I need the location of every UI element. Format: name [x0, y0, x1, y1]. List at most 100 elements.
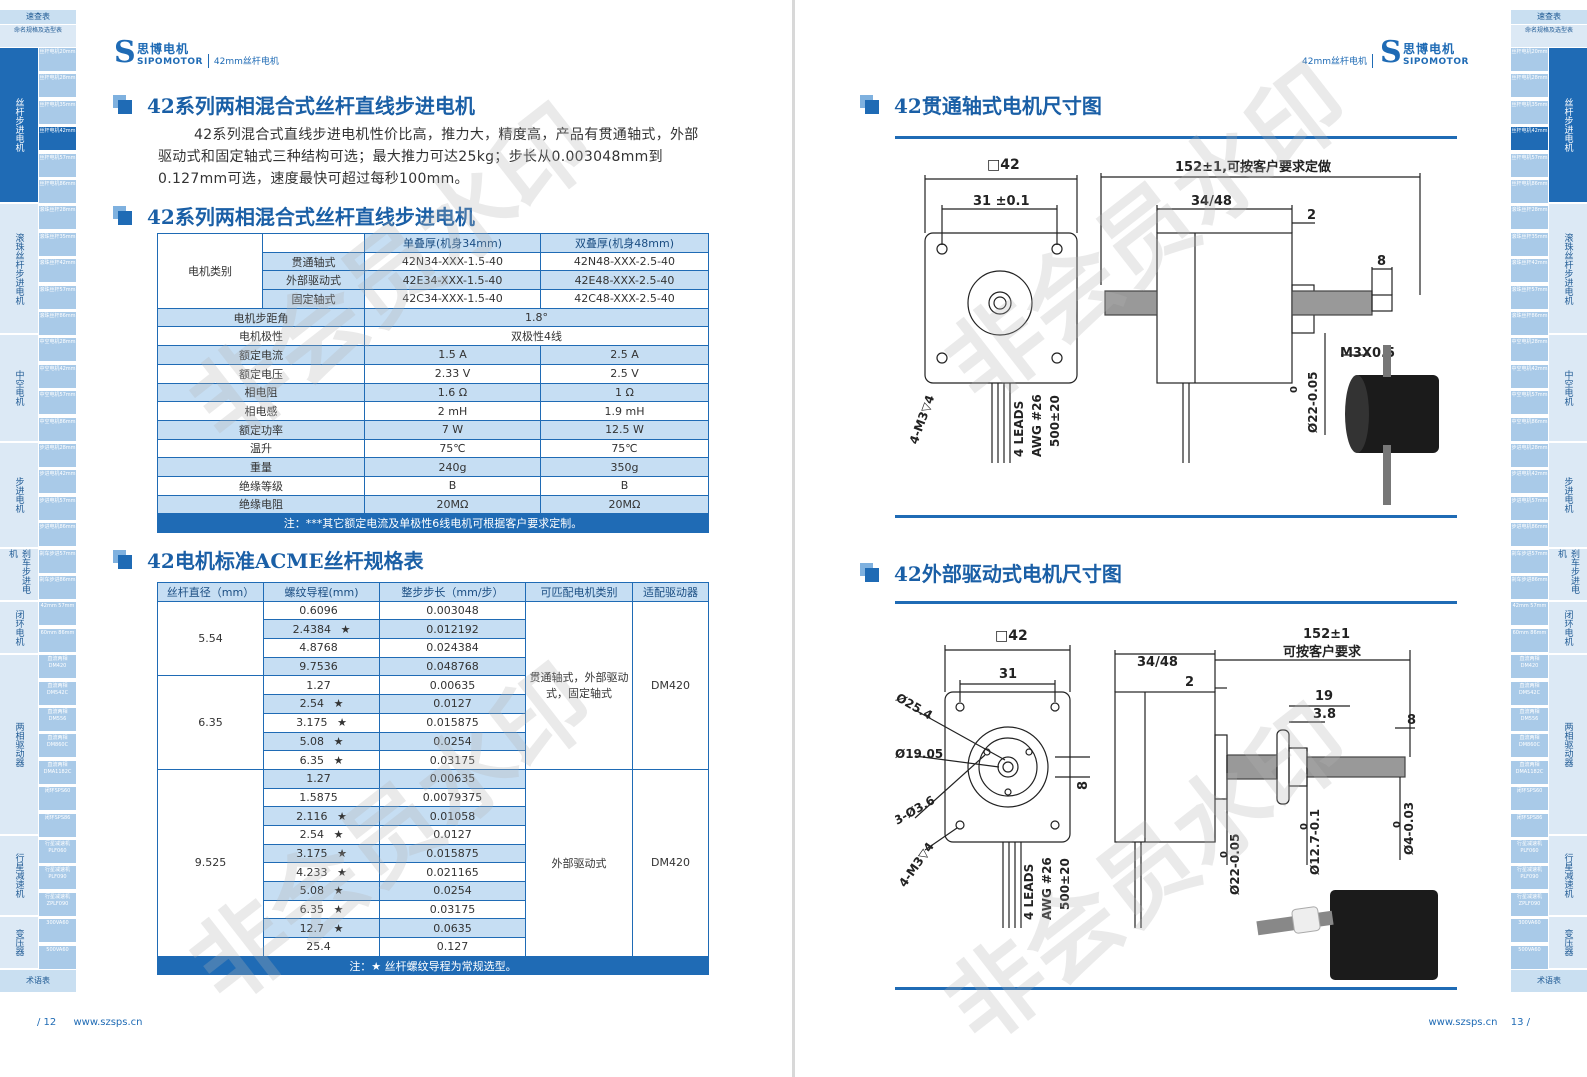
nav-sub-item[interactable]: 刹车步进86mm: [39, 576, 76, 601]
footer-url[interactable]: www.szsps.cn: [73, 1017, 143, 1028]
nav-sub-item[interactable]: 丝杆电机20mm: [1511, 48, 1548, 73]
nav-sub-item[interactable]: 丝杆电机20mm: [39, 48, 76, 73]
nav-sub-item[interactable]: 中空电机42mm: [1511, 364, 1548, 390]
nav-group-hollow[interactable]: 中空电机: [0, 335, 38, 442]
nav-sub-item[interactable]: 步进电机86mm: [39, 523, 76, 549]
nav-sub-item[interactable]: 行星减速机PLF090: [39, 866, 76, 892]
nav-group-ball-screw[interactable]: 滚珠丝杆步进电机: [0, 204, 38, 334]
nav-sub-item[interactable]: 滚珠丝杆57mm: [39, 285, 76, 311]
nav-quick-lookup[interactable]: 速查表: [0, 10, 76, 24]
nav-sub-item[interactable]: 丝杆电机57mm: [1511, 153, 1548, 179]
nav-group-gearbox[interactable]: 行星减速机: [1549, 836, 1587, 916]
nav-sub-item[interactable]: 中空电机28mm: [39, 338, 76, 364]
nav-sub-item[interactable]: 步进电机57mm: [1511, 496, 1548, 522]
nav-glossary[interactable]: 术语表: [0, 970, 76, 992]
nav-sub-item[interactable]: 500VA60: [39, 945, 76, 971]
nav-sub-item[interactable]: 滚珠丝杆35mm: [1511, 232, 1548, 258]
nav-naming-spec[interactable]: 命名规格及选型表: [0, 25, 76, 47]
nav-sub-item[interactable]: 直流两相DM420: [1511, 655, 1548, 681]
nav-sub-item[interactable]: 丝杆电机28mm: [39, 74, 76, 100]
nav-group-brake[interactable]: 刹车步进电机: [0, 549, 38, 601]
nav-sub-item[interactable]: 直流两相DM860C: [39, 734, 76, 760]
nav-sub-item[interactable]: 行星减速机ZPLF090: [1511, 892, 1548, 918]
nav-sub-item[interactable]: 刹车步进86mm: [1511, 576, 1548, 601]
nav-group-ball-screw[interactable]: 滚珠丝杆步进电机: [1549, 204, 1587, 334]
nav-sub-item[interactable]: 步进电机42mm: [1511, 470, 1548, 496]
acme-header: 可匹配电机类别: [525, 582, 633, 602]
nav-sub-item[interactable]: 行星减速机PLF060: [39, 840, 76, 865]
nav-group-lead-screw[interactable]: 丝杆步进电机: [0, 48, 38, 203]
nav-sub-item[interactable]: 行星减速机PLF060: [1511, 840, 1548, 865]
nav-sub-item[interactable]: 步进电机28mm: [39, 444, 76, 469]
nav-sub-item[interactable]: 直流两相DM542C: [39, 681, 76, 707]
nav-group-transformer[interactable]: 变压器: [0, 917, 38, 969]
nav-sub-item[interactable]: 500VA60: [1511, 945, 1548, 971]
nav-sub-item[interactable]: 中空电机42mm: [39, 364, 76, 390]
nav-sub-item[interactable]: 闭环SPS60: [1511, 787, 1548, 813]
nav-sub-item[interactable]: 滚珠丝杆86mm: [1511, 312, 1548, 337]
nav-sub-item[interactable]: 丝杆电机35mm: [1511, 100, 1548, 126]
nav-sub-item[interactable]: 直流两相DMA1182C: [39, 760, 76, 786]
nav-sub-item[interactable]: 中空电机86mm: [1511, 417, 1548, 443]
nav-sub-item[interactable]: 刹车步进57mm: [39, 549, 76, 575]
nav-sub-item[interactable]: 中空电机28mm: [1511, 338, 1548, 364]
nav-sub-item[interactable]: 丝杆电机35mm: [39, 100, 76, 126]
nav-group-brake[interactable]: 刹车步进电机: [1549, 549, 1587, 601]
nav-group-stepper[interactable]: 步进电机: [0, 443, 38, 548]
nav-glossary[interactable]: 术语表: [1511, 970, 1587, 992]
nav-sub-item[interactable]: 直流两相DM556: [39, 708, 76, 733]
nav-group-lead-screw[interactable]: 丝杆步进电机: [1549, 48, 1587, 203]
nav-sub-item[interactable]: 步进电机86mm: [1511, 523, 1548, 549]
nav-sub-item[interactable]: 直流两相DMA1182C: [1511, 760, 1548, 786]
nav-sub-item[interactable]: 直流两相DM420: [39, 655, 76, 681]
nav-sub-item[interactable]: 闭环SPS86: [39, 813, 76, 839]
footer-url[interactable]: www.szsps.cn: [1428, 1017, 1498, 1028]
nav-sub-item[interactable]: 直流两相DM860C: [1511, 734, 1548, 760]
nav-sub-item[interactable]: 60mm 86mm: [1511, 628, 1548, 654]
nav-sub-item[interactable]: 丝杆电机28mm: [1511, 74, 1548, 100]
nav-sub-item[interactable]: 行星减速机ZPLF090: [39, 892, 76, 918]
nav-group-gearbox[interactable]: 行星减速机: [0, 836, 38, 916]
row-label: 重量: [157, 457, 365, 477]
nav-sub-item[interactable]: 滚珠丝杆35mm: [39, 232, 76, 258]
nav-sub-item[interactable]: 行星减速机PLF090: [1511, 866, 1548, 892]
nav-group-stepper[interactable]: 步进电机: [1549, 443, 1587, 548]
nav-sub-item[interactable]: 42mm 57mm: [39, 602, 76, 628]
nav-group-driver[interactable]: 两相驱动器: [1549, 655, 1587, 835]
nav-sub-item[interactable]: 丝杆电机57mm: [39, 153, 76, 179]
nav-sub-item[interactable]: 步进电机42mm: [39, 470, 76, 496]
nav-sub-item[interactable]: 丝杆电机42mm: [39, 127, 76, 153]
nav-sub-item[interactable]: 丝杆电机42mm: [1511, 127, 1548, 153]
col-double: 双叠厚(机身48mm): [540, 233, 709, 253]
nav-group-hollow[interactable]: 中空电机: [1549, 335, 1587, 442]
nav-sub-item[interactable]: 滚珠丝杆28mm: [39, 206, 76, 232]
nav-sub-item[interactable]: 滚珠丝杆57mm: [1511, 285, 1548, 311]
nav-sub-item[interactable]: 闭环SPS86: [1511, 813, 1548, 839]
nav-sub-item[interactable]: 丝杆电机86mm: [39, 180, 76, 205]
nav-sub-item[interactable]: 42mm 57mm: [1511, 602, 1548, 628]
nav-quick-lookup[interactable]: 速查表: [1511, 10, 1587, 24]
nav-sub-item[interactable]: 步进电机28mm: [1511, 444, 1548, 469]
nav-sub-item[interactable]: 滚珠丝杆28mm: [1511, 206, 1548, 232]
nav-sub-item[interactable]: 中空电机86mm: [39, 417, 76, 443]
nav-sub-item[interactable]: 步进电机57mm: [39, 496, 76, 522]
nav-sub-item[interactable]: 滚珠丝杆42mm: [39, 259, 76, 285]
nav-sub-item[interactable]: 滚珠丝杆42mm: [1511, 259, 1548, 285]
nav-sub-item[interactable]: 直流两相DM556: [1511, 708, 1548, 733]
nav-sub-item[interactable]: 闭环SPS60: [39, 787, 76, 813]
nav-sub-item[interactable]: 中空电机57mm: [1511, 391, 1548, 417]
nav-group-closed-loop[interactable]: 闭环电机: [0, 602, 38, 654]
nav-group-transformer[interactable]: 变压器: [1549, 917, 1587, 969]
nav-sub-item[interactable]: 滚珠丝杆86mm: [39, 312, 76, 337]
nav-sub-item[interactable]: 刹车步进57mm: [1511, 549, 1548, 575]
nav-sub-item[interactable]: 丝杆电机86mm: [1511, 180, 1548, 205]
nav-sub-item[interactable]: 60mm 86mm: [39, 628, 76, 654]
motor-face: [924, 232, 1078, 384]
nav-group-closed-loop[interactable]: 闭环电机: [1549, 602, 1587, 654]
nav-group-driver[interactable]: 两相驱动器: [0, 655, 38, 835]
nav-naming-spec[interactable]: 命名规格及选型表: [1511, 25, 1587, 47]
nav-sub-item[interactable]: 中空电机57mm: [39, 391, 76, 417]
nav-sub-item[interactable]: 300VA60: [1511, 919, 1548, 945]
nav-sub-item[interactable]: 300VA60: [39, 919, 76, 945]
nav-sub-item[interactable]: 直流两相DM542C: [1511, 681, 1548, 707]
